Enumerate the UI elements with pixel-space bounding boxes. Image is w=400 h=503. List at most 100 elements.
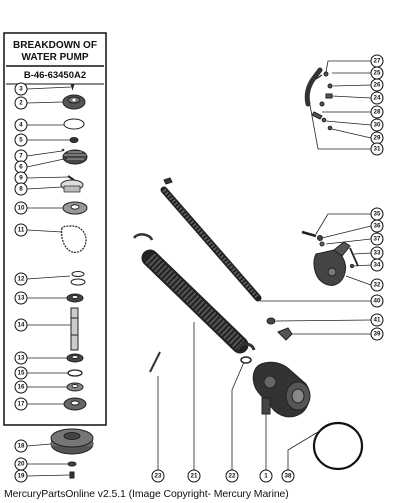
panel-part-seal-upper [66,293,84,303]
svg-text:29: 29 [374,135,381,142]
callout-panel-6: 6 [14,160,28,174]
panel-part-number: B-46-63450A2 [24,70,86,81]
svg-text:39: 39 [374,331,381,338]
svg-text:28: 28 [374,109,381,116]
callout-panel-10: 10 [14,201,28,215]
callout-22: 22 [225,469,239,483]
upper-right-small-fittings [311,71,333,131]
svg-text:12: 12 [18,276,25,283]
svg-text:25: 25 [374,70,381,77]
svg-text:14: 14 [18,322,25,329]
panel-title-line1: BREAKDOWN OF [13,40,97,51]
screw-part-19 [69,471,75,479]
panel-part-small-rings [70,271,86,286]
callout-panel-13b: 13 [14,351,28,365]
svg-text:10: 10 [18,205,25,212]
upper-right-parts [304,67,333,131]
svg-text:22: 22 [229,473,236,480]
clamp-part-top [163,177,173,185]
callout-panel-12: 12 [14,272,28,286]
svg-text:13: 13 [18,355,25,362]
svg-text:9: 9 [19,175,23,182]
panel-part-bearing [66,382,84,392]
svg-text:30: 30 [374,122,381,129]
panel-part-shaft [70,307,79,351]
callout-37: 37 [370,232,384,246]
svg-text:1: 1 [264,473,268,480]
callout-35: 35 [370,207,384,221]
pump-housing-part-18 [50,428,94,455]
clamp-part-41 [266,317,276,325]
panel-part-seal-lower [66,353,84,363]
svg-text:16: 16 [18,384,25,391]
callouts: 3 2 4 5 7 6 9 8 10 11 12 13 14 13 15 16 … [14,54,384,483]
panel-part-pump-cover [62,94,86,110]
panel-part-plate [60,179,84,193]
panel-part-large-gasket [61,225,87,253]
callout-32: 32 [370,278,384,292]
svg-text:37: 37 [374,236,381,243]
hose-part-21 [141,249,249,354]
callout-panel-13a: 13 [14,291,28,305]
callout-24: 24 [370,91,384,105]
callout-40: 40 [370,294,384,308]
svg-text:26: 26 [374,82,381,89]
svg-text:34: 34 [374,262,381,269]
callout-34: 34 [370,258,384,272]
clamp-part-22 [236,342,256,351]
panel-part-gasket [63,118,85,130]
svg-text:7: 7 [19,153,23,160]
lower-pump-assembly [149,342,364,471]
callout-30: 30 [370,118,384,132]
panel-part-drawings [60,83,88,411]
svg-text:2: 2 [19,100,23,107]
panel-part-snap-ring [67,369,83,377]
callout-panel-4: 4 [14,118,28,132]
callout-panel-2: 2 [14,96,28,110]
callout-26: 26 [370,78,384,92]
callout-38: 38 [281,469,295,483]
washer-part-20 [67,461,77,467]
callout-panel-9: 9 [14,171,28,185]
svg-text:8: 8 [19,186,23,193]
svg-text:32: 32 [374,282,381,289]
callout-28: 28 [370,105,384,119]
callout-27: 27 [370,54,384,68]
svg-text:36: 36 [374,223,381,230]
callout-panel-15: 15 [14,366,28,380]
svg-text:11: 11 [18,227,25,234]
callout-39: 39 [370,327,384,341]
callout-panel-17: 17 [14,397,28,411]
panel-part-key [67,175,75,181]
outside-parts [50,428,94,479]
svg-text:19: 19 [18,473,25,480]
callout-19: 19 [14,469,28,483]
svg-text:5: 5 [19,137,23,144]
callout-31: 31 [370,142,384,156]
svg-text:23: 23 [155,473,162,480]
svg-text:38: 38 [285,473,292,480]
svg-text:15: 15 [18,370,25,377]
breakdown-panel: BREAKDOWN OF WATER PUMP B-46-63450A2 [3,32,107,426]
callout-33: 33 [370,246,384,260]
svg-text:24: 24 [374,95,381,102]
valve-housing-part-32 [313,241,351,286]
panel-part-screw [70,83,75,91]
panel-part-impeller [61,148,88,165]
panel-part-face-plate [62,201,88,215]
callout-23: 23 [151,469,165,483]
leader-lines [26,60,372,477]
svg-text:33: 33 [374,250,381,257]
mid-right-parts [301,230,359,286]
svg-text:17: 17 [18,401,25,408]
svg-text:6: 6 [19,164,23,171]
copyright-footer: MercuryPartsOnline v2.5.1 (Image Copyrig… [4,488,289,500]
svg-text:27: 27 [374,58,381,65]
callout-36: 36 [370,219,384,233]
callout-1: 1 [259,469,273,483]
callout-21: 21 [187,469,201,483]
clamp-part-thick-hose [132,233,154,241]
hoses [132,177,293,354]
spring-part-33 [349,247,359,267]
